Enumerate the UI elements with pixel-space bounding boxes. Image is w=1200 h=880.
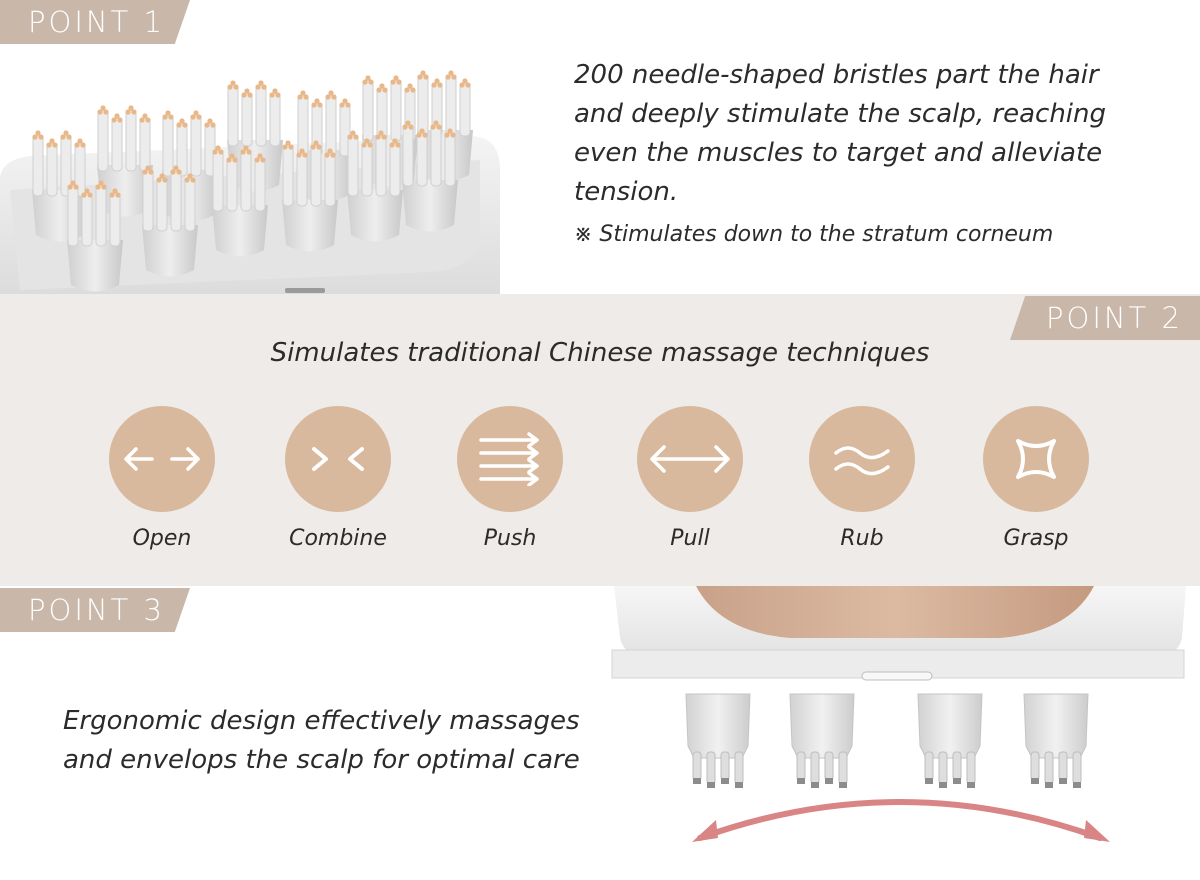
point3-tag-label: POINT 3 <box>28 593 165 627</box>
point1-description: 200 needle-shaped bristles part the hair… <box>574 60 1106 207</box>
pull-arrow-icon <box>637 406 743 512</box>
combine-arrows-icon <box>285 406 391 512</box>
techniques-band: Simulates traditional Chinese massage te… <box>0 294 1200 586</box>
point3-description: Ergonomic design effectively massages an… <box>63 706 580 775</box>
point1-tag-label: POINT 1 <box>28 5 165 39</box>
technique-grasp: Grasp <box>956 406 1116 551</box>
bristle-brush-image <box>0 70 500 295</box>
technique-pull: Pull <box>610 406 770 551</box>
point2-tag-label: POINT 2 <box>1046 301 1183 335</box>
technique-label-grasp: Grasp <box>1003 526 1069 551</box>
technique-combine: Combine <box>258 406 418 551</box>
point3-tag: POINT 3 <box>0 588 190 632</box>
technique-label-rub: Rub <box>840 526 884 551</box>
grasp-star-icon <box>983 406 1089 512</box>
massager-device-image <box>611 586 1186 842</box>
open-arrows-icon <box>109 406 215 512</box>
technique-label-combine: Combine <box>289 526 387 551</box>
point1-tag: POINT 1 <box>0 0 190 44</box>
techniques-title: Simulates traditional Chinese massage te… <box>270 338 930 368</box>
technique-label-open: Open <box>132 526 192 551</box>
technique-open: Open <box>82 406 242 551</box>
technique-label-pull: Pull <box>670 526 710 551</box>
point2-tag: POINT 2 <box>1010 296 1200 340</box>
technique-rub: Rub <box>782 406 942 551</box>
push-arrows-icon <box>457 406 563 512</box>
technique-label-push: Push <box>483 526 537 551</box>
technique-push: Push <box>430 406 590 551</box>
rub-waves-icon <box>809 406 915 512</box>
point1-note: ※ Stimulates down to the stratum corneum <box>574 222 1054 247</box>
